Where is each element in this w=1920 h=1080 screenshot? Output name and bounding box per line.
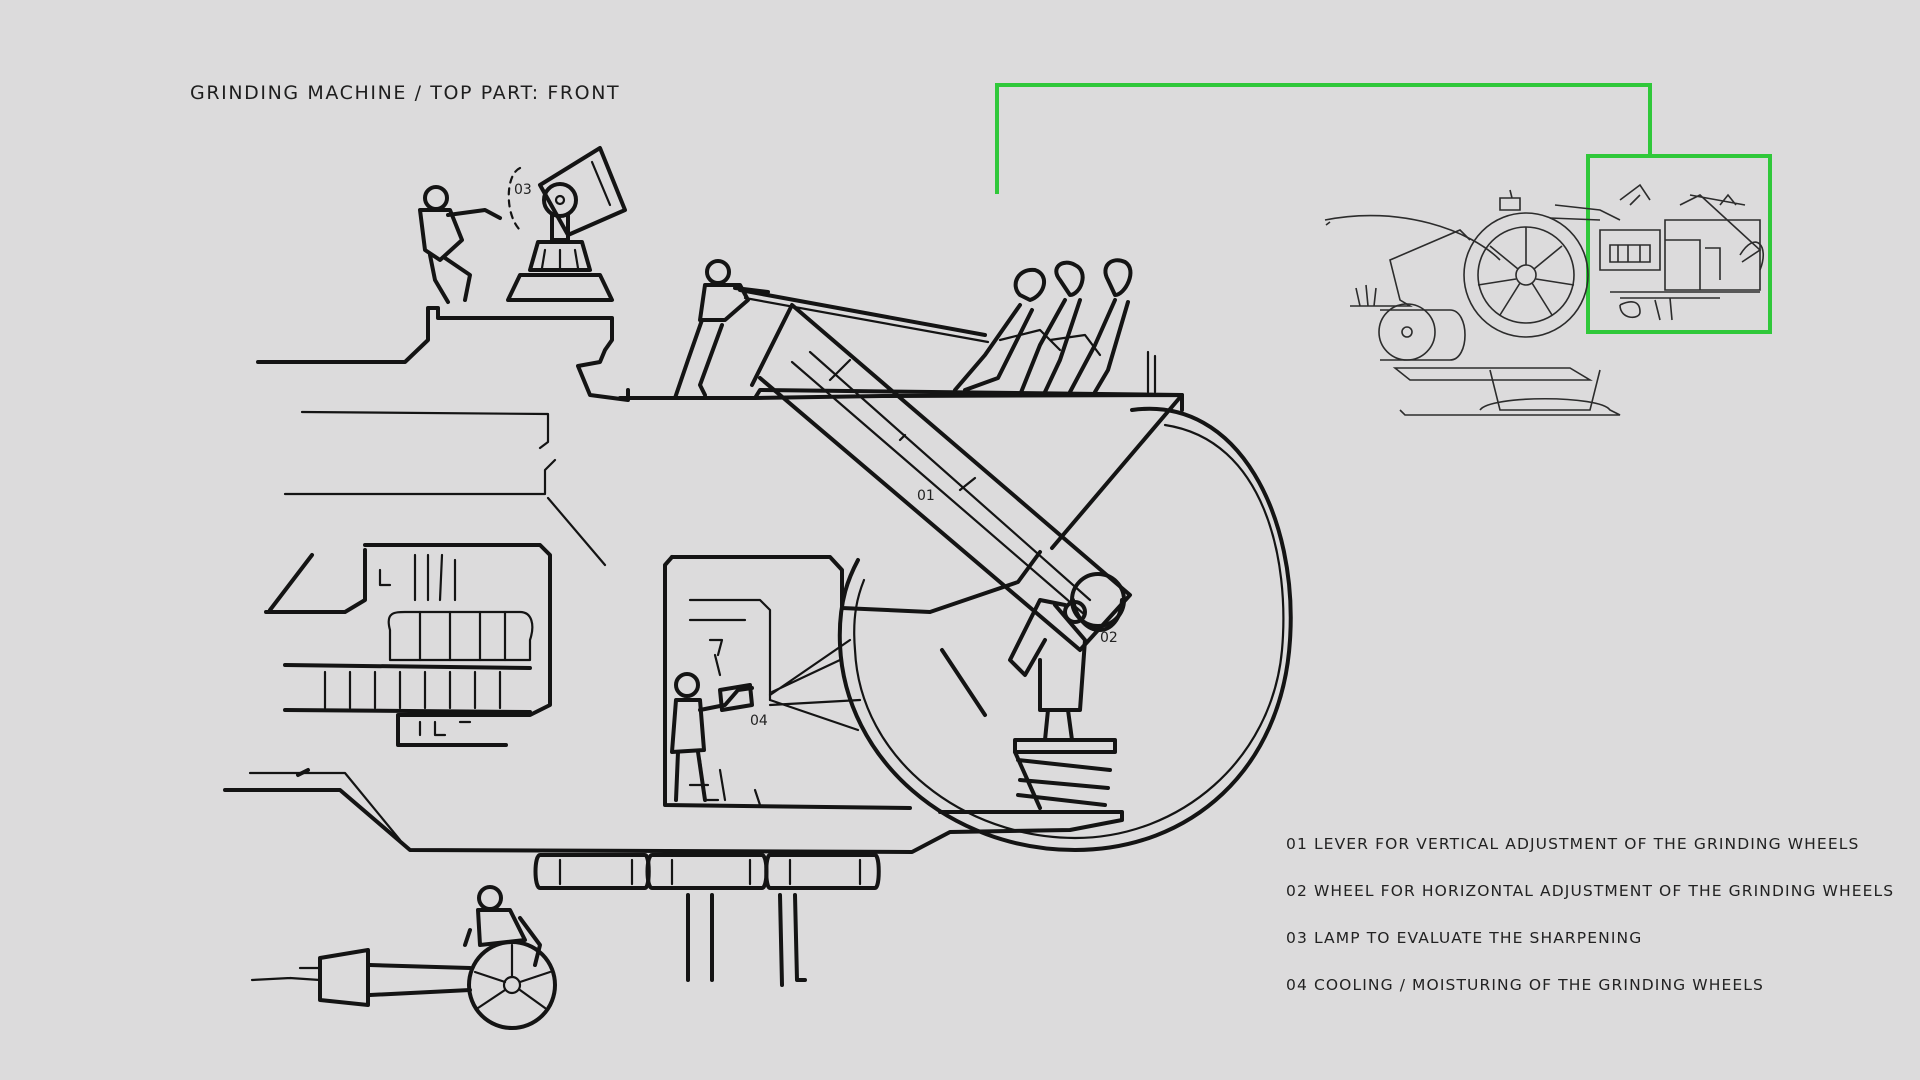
hopper bbox=[753, 393, 1184, 717]
lower-hull-edge bbox=[296, 768, 310, 777]
highlight-box bbox=[1586, 154, 1772, 334]
legend-item-02: 02 WHEEL FOR HORIZONTAL ADJUSTMENT OF TH… bbox=[1286, 882, 1895, 900]
vertical-adjustment-lever bbox=[738, 288, 1132, 652]
machine-overview-thumbnail bbox=[1324, 183, 1765, 416]
callout-04: 04 bbox=[750, 713, 768, 729]
callout-02: 02 bbox=[1100, 630, 1118, 646]
left-rib-1 bbox=[300, 410, 550, 450]
highlight-bracket bbox=[995, 83, 1652, 194]
lower-hull-inner bbox=[248, 771, 402, 842]
left-rib-diagonal bbox=[546, 496, 607, 567]
legend: 01 LEVER FOR VERTICAL ADJUSTMENT OF THE … bbox=[1286, 835, 1894, 1023]
left-rib-2 bbox=[283, 458, 557, 496]
upper-deck-step bbox=[618, 388, 1184, 412]
sharpening-lamp bbox=[506, 146, 627, 302]
legend-item-04: 04 COOLING / MOISTURING OF THE GRINDING … bbox=[1286, 976, 1764, 994]
callout-01: 01 bbox=[917, 488, 935, 504]
worker-lamp-operator bbox=[670, 638, 754, 802]
upper-deck-outline bbox=[256, 306, 630, 402]
grinding-wheel-large bbox=[837, 406, 1293, 852]
cooling-cabin bbox=[663, 550, 1042, 810]
worker-wheel-operator bbox=[1008, 572, 1126, 810]
wheel-cart bbox=[250, 885, 557, 1030]
machine-front-view: 01 02 03 04 bbox=[223, 146, 1293, 1030]
seated-riders bbox=[953, 258, 1157, 397]
callout-03: 03 bbox=[514, 182, 532, 198]
legend-item-01: 01 LEVER FOR VERTICAL ADJUSTMENT OF THE … bbox=[1286, 835, 1860, 853]
drawing-title: GRINDING MACHINE / TOP PART: FRONT bbox=[190, 82, 621, 104]
worker-lamp-attendant bbox=[418, 185, 502, 304]
bottom-tanks bbox=[533, 853, 881, 987]
worker-lever-puller bbox=[673, 259, 770, 400]
engine-block bbox=[264, 543, 552, 747]
lower-hull-line bbox=[223, 788, 1124, 854]
legend-item-03: 03 LAMP TO EVALUATE THE SHARPENING bbox=[1286, 929, 1643, 947]
